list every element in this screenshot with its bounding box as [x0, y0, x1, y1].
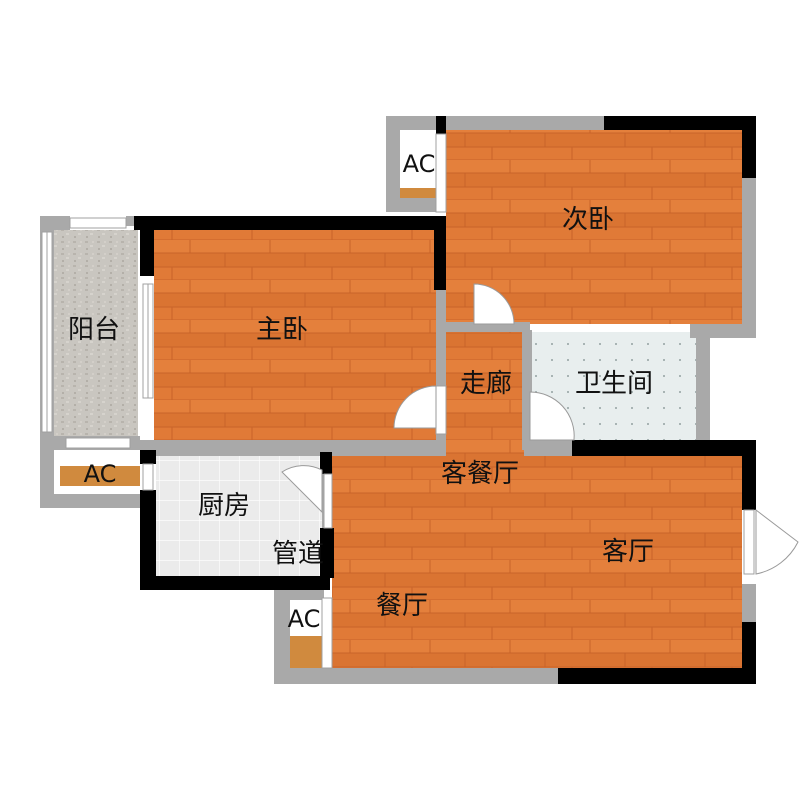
balcony-floor: [54, 230, 138, 438]
window-balcony-bottom: [65, 437, 131, 449]
ac-box-left: [60, 466, 140, 486]
label-ac-bottom: AC: [288, 605, 321, 633]
living-dining-floor: [332, 456, 742, 668]
window-kitchen-right: [323, 473, 333, 529]
label-second-bedroom: 次卧: [562, 205, 614, 235]
door-swing-second-bedroom: [473, 283, 515, 325]
master-bedroom-floor: [154, 228, 436, 440]
corridor-floor: [446, 330, 524, 450]
label-balcony: 阳台: [68, 315, 120, 345]
door-swings: [281, 283, 799, 575]
door-swing-entry: [755, 508, 799, 575]
gray-walls: [40, 116, 756, 684]
label-master-bedroom: 主卧: [256, 315, 308, 345]
door-swing-kitchen: [281, 465, 323, 514]
label-corridor: 走廊: [460, 369, 512, 399]
label-ac-left: AC: [84, 460, 117, 488]
windows: [41, 133, 755, 669]
label-kitchen: 厨房: [198, 491, 250, 521]
window-balcony-top: [69, 217, 127, 229]
black-walls: [134, 116, 756, 684]
label-bathroom: 卫生间: [575, 369, 653, 399]
label-dining-room: 餐厅: [376, 591, 428, 621]
window-living-right: [743, 509, 755, 575]
label-living-room: 客厅: [602, 537, 654, 567]
label-ac-top: AC: [403, 150, 436, 178]
door-swing-master-bedroom: [393, 385, 437, 429]
ac-box-bottom: [290, 636, 324, 668]
window-corridor: [435, 385, 447, 435]
window-second-left: [435, 133, 447, 213]
door-swing-bathroom: [529, 391, 575, 441]
label-pipe-shaft: 管道: [272, 539, 324, 569]
window-dining-left: [321, 597, 333, 669]
label-living-dining: 客餐厅: [441, 459, 519, 489]
window-kitchen-left: [142, 463, 154, 491]
